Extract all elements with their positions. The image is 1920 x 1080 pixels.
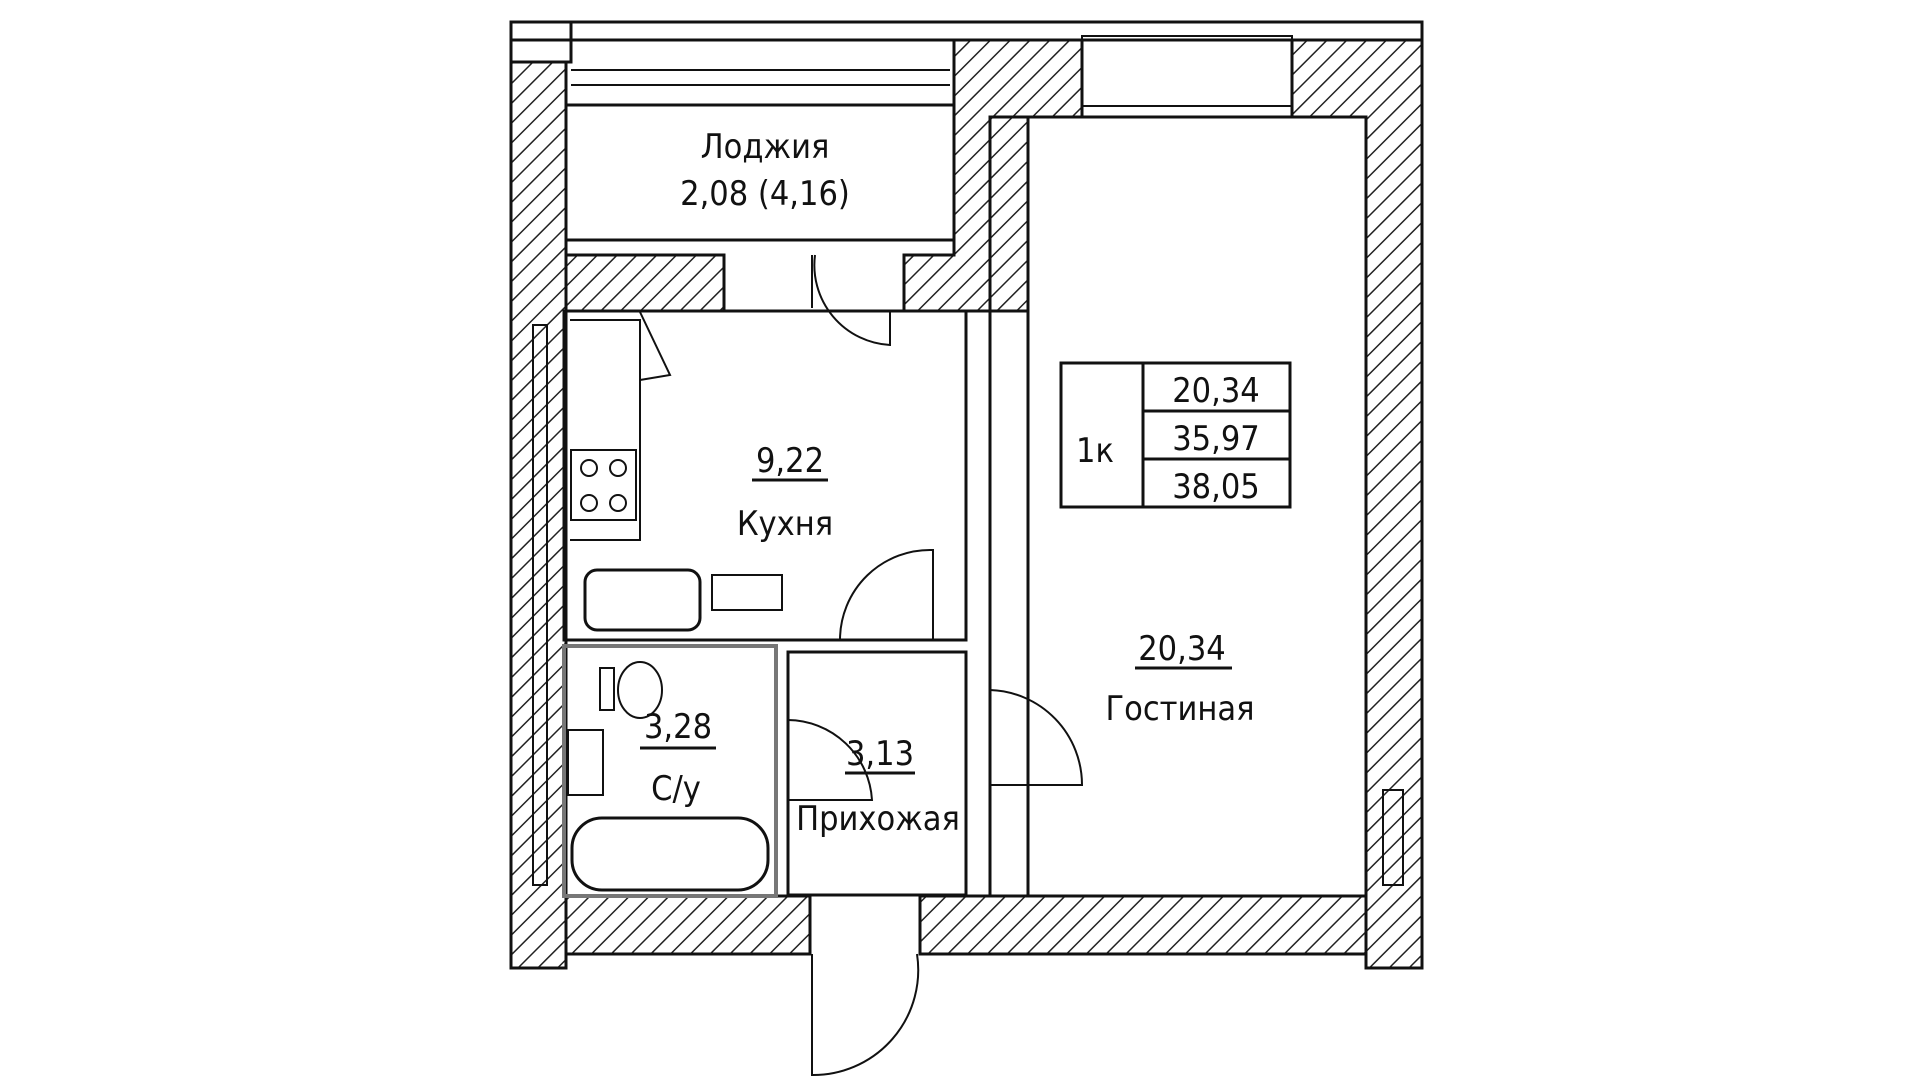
loggia: Лоджия 2,08 (4,16) (564, 69, 956, 242)
living-area: 20,34 (1138, 629, 1226, 669)
left-radiators (532, 324, 548, 886)
toilet-icon (617, 661, 663, 719)
kitchen: 9,22 Кухня (562, 254, 968, 642)
balcony-door-icon (811, 254, 891, 347)
entrance-door-icon (811, 953, 920, 1077)
living-room: 20,34 Гостиная (988, 115, 1404, 898)
summary-total-with-loggia: 38,05 (1172, 467, 1260, 507)
area-summary-table: 1к 20,34 35,97 38,05 (1059, 361, 1292, 509)
hallway: 3,13 Прихожая (786, 650, 968, 1077)
loggia-name: Лоджия (701, 127, 830, 167)
bathroom-door-icon (787, 719, 874, 801)
bathroom: 3,28 С/у (562, 644, 778, 898)
loggia-area: 2,08 (4,16) (680, 174, 850, 214)
hall-name: Прихожая (796, 799, 960, 839)
summary-living-area: 20,34 (1172, 371, 1260, 411)
stove-icon (570, 449, 637, 521)
kitchen-name: Кухня (737, 504, 833, 544)
radiator-icon (1382, 789, 1404, 886)
kitchen-area: 9,22 (756, 441, 824, 481)
apartment-type: 1к (1076, 431, 1114, 471)
bathroom-name: С/у (651, 769, 701, 809)
hall-area: 3,13 (846, 734, 914, 774)
exterior-walls (509, 20, 1424, 970)
sink-icon (583, 568, 702, 632)
bathtub-icon (570, 816, 770, 892)
summary-total-area: 35,97 (1172, 419, 1260, 459)
kitchen-door-icon (839, 548, 934, 641)
washbasin-icon (567, 729, 604, 796)
living-door-icon (989, 689, 1084, 786)
living-name: Гостиная (1105, 689, 1254, 729)
bathroom-area: 3,28 (644, 707, 712, 747)
